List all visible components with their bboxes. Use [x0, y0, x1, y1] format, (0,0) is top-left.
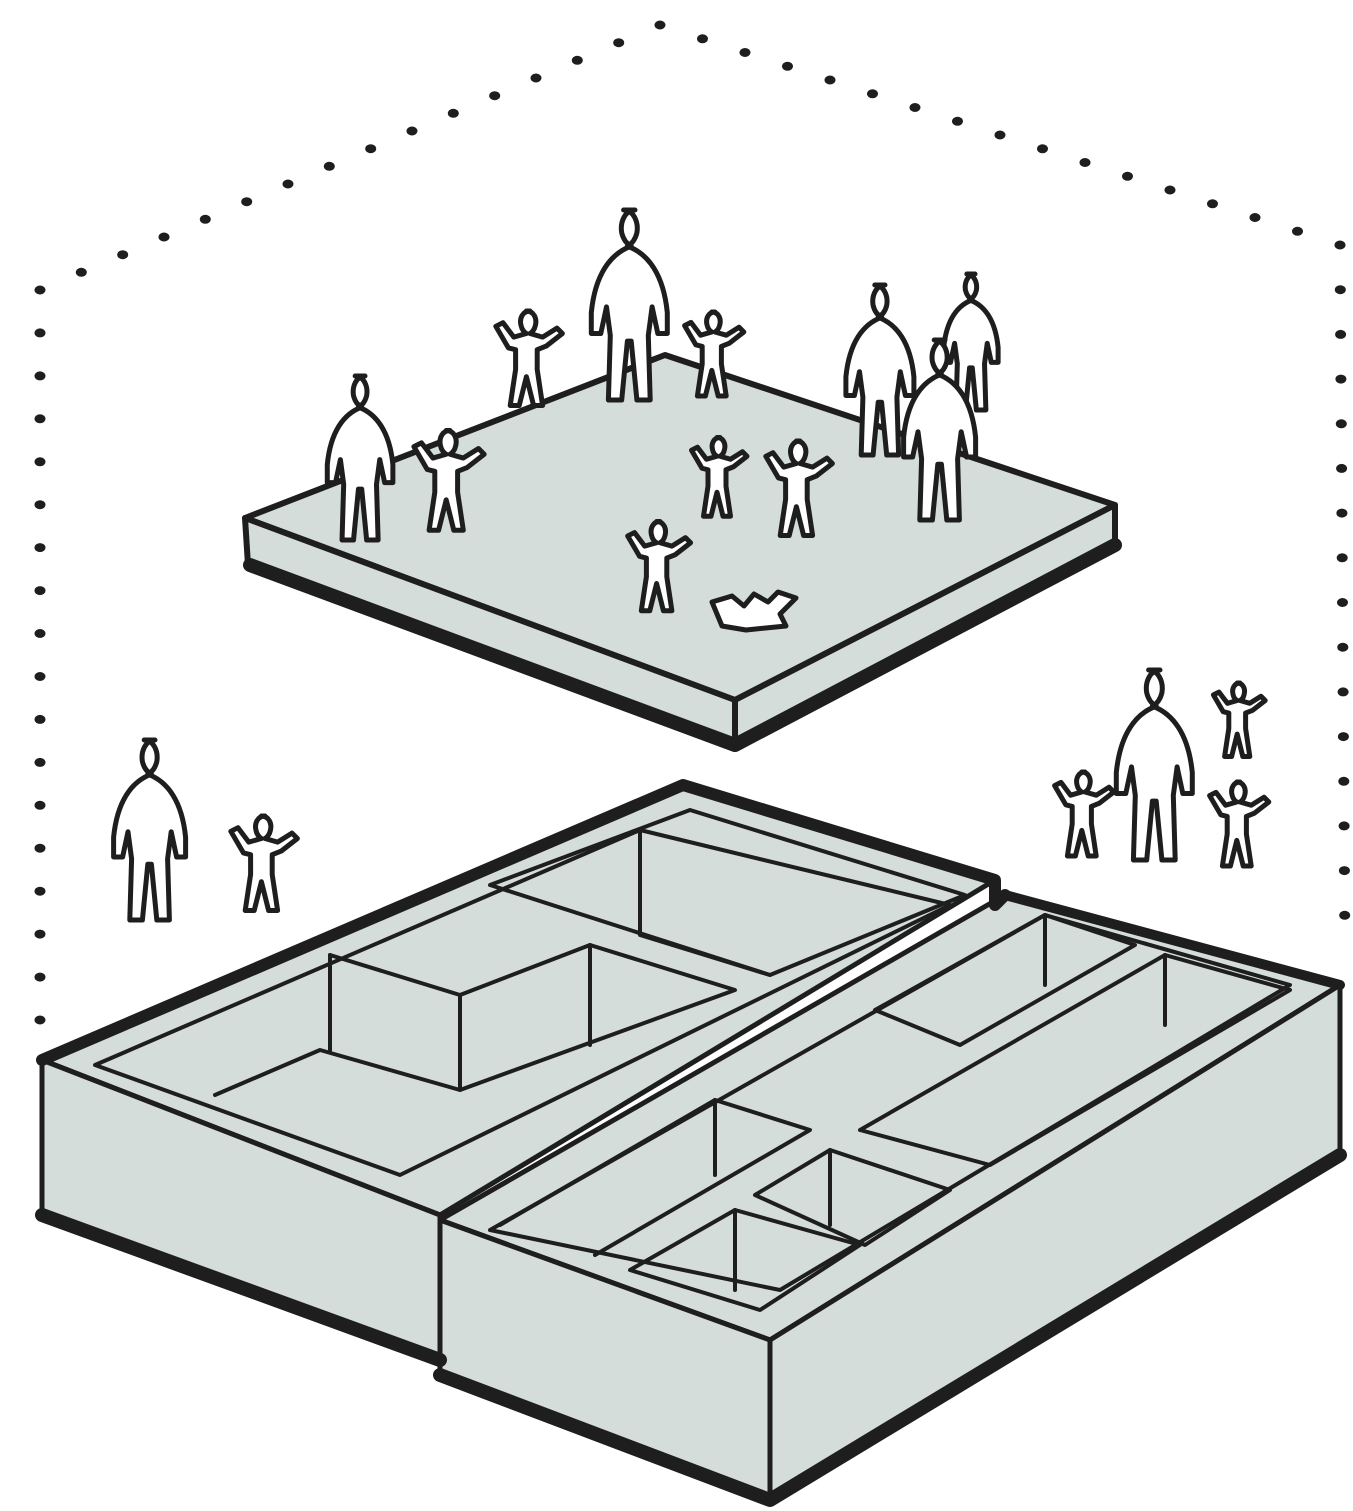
child-figure — [625, 519, 694, 614]
outline-dot — [199, 214, 211, 224]
outline-dot — [909, 103, 921, 112]
outline-dot — [994, 130, 1006, 140]
outline-dot — [1334, 285, 1346, 295]
outline-dot — [1336, 553, 1348, 563]
outline-dot — [1338, 821, 1350, 831]
child-figure — [1052, 769, 1117, 859]
outline-dot — [1336, 508, 1348, 518]
outline-dot — [241, 197, 253, 207]
outline-dot — [530, 73, 542, 83]
right-wing-rooms — [488, 913, 1292, 1312]
outline-dot — [447, 108, 459, 118]
platform-people-group — [324, 207, 1001, 633]
outline-dot — [489, 91, 501, 101]
outline-dot — [34, 672, 46, 681]
floor-plan-block — [35, 779, 1347, 1507]
outline-dot — [34, 843, 46, 853]
outline-dot — [406, 126, 418, 136]
outline-dot — [1337, 732, 1349, 742]
outline-dot — [782, 61, 793, 71]
outline-dot — [34, 543, 46, 553]
outline-dot — [34, 714, 46, 724]
adult-figure — [901, 337, 979, 523]
outline-dot — [1337, 598, 1348, 607]
outline-dot — [282, 179, 294, 189]
outline-dot — [613, 38, 625, 48]
outline-dot — [1334, 240, 1346, 250]
adult-figure — [843, 282, 917, 458]
outline-dot — [34, 285, 46, 295]
outline-dot — [1122, 171, 1133, 181]
outline-dot — [34, 1015, 46, 1025]
outline-dot — [1079, 158, 1091, 167]
outline-dot — [34, 586, 46, 596]
outline-dot — [1337, 687, 1349, 697]
outline-dot — [824, 75, 836, 85]
adult-figure — [1113, 667, 1195, 863]
outline-dot — [75, 267, 87, 277]
child-figure — [1210, 680, 1268, 759]
outline-dot — [1164, 185, 1176, 195]
outline-dot — [1292, 226, 1303, 236]
outline-dot — [34, 371, 46, 381]
outline-dot — [1338, 866, 1350, 876]
outline-dot — [1335, 374, 1347, 384]
outline-dot — [867, 89, 878, 99]
outline-dot — [158, 232, 170, 242]
outline-dot — [1337, 642, 1349, 652]
child-figure — [763, 438, 835, 538]
right-people-group — [1052, 667, 1272, 869]
child-figure — [493, 308, 565, 408]
outline-dot — [1037, 144, 1048, 154]
outline-dot — [34, 629, 46, 638]
outline-dot — [365, 144, 377, 154]
toy-object — [709, 589, 799, 633]
child-figure — [411, 428, 487, 533]
outline-dot — [697, 34, 708, 44]
outline-dot — [323, 161, 335, 171]
outline-dot — [1339, 910, 1351, 920]
adult-figure — [588, 207, 670, 403]
left-wing-rooms — [93, 808, 967, 1177]
outline-dot — [1338, 776, 1350, 786]
outline-dot — [34, 414, 46, 424]
outline-dot — [739, 48, 751, 57]
child-figure — [689, 435, 750, 519]
outline-dot — [34, 757, 46, 767]
outline-dot — [34, 457, 46, 467]
outline-dot — [1335, 419, 1347, 429]
outline-dot — [34, 929, 46, 939]
outline-dot — [1207, 199, 1218, 209]
dotted-house-outline — [34, 20, 1351, 1025]
child-figure — [1207, 779, 1272, 869]
adult-figure — [324, 373, 396, 543]
outline-dot — [952, 116, 963, 126]
outline-dot — [34, 500, 46, 510]
outline-dot — [34, 328, 46, 338]
outline-dot — [571, 55, 583, 65]
outline-dot — [1336, 463, 1348, 473]
adult-figure — [941, 271, 1001, 413]
outline-dot — [1335, 329, 1347, 339]
outline-dot — [34, 972, 46, 982]
outline-dot — [34, 800, 46, 810]
outline-dot — [1249, 213, 1261, 222]
adult-figure — [111, 737, 189, 923]
outline-dot — [117, 250, 129, 260]
child-figure — [682, 309, 747, 399]
left-people-group — [111, 737, 300, 923]
child-figure — [228, 813, 300, 913]
outline-dot — [654, 20, 666, 30]
outline-dot — [34, 886, 46, 896]
